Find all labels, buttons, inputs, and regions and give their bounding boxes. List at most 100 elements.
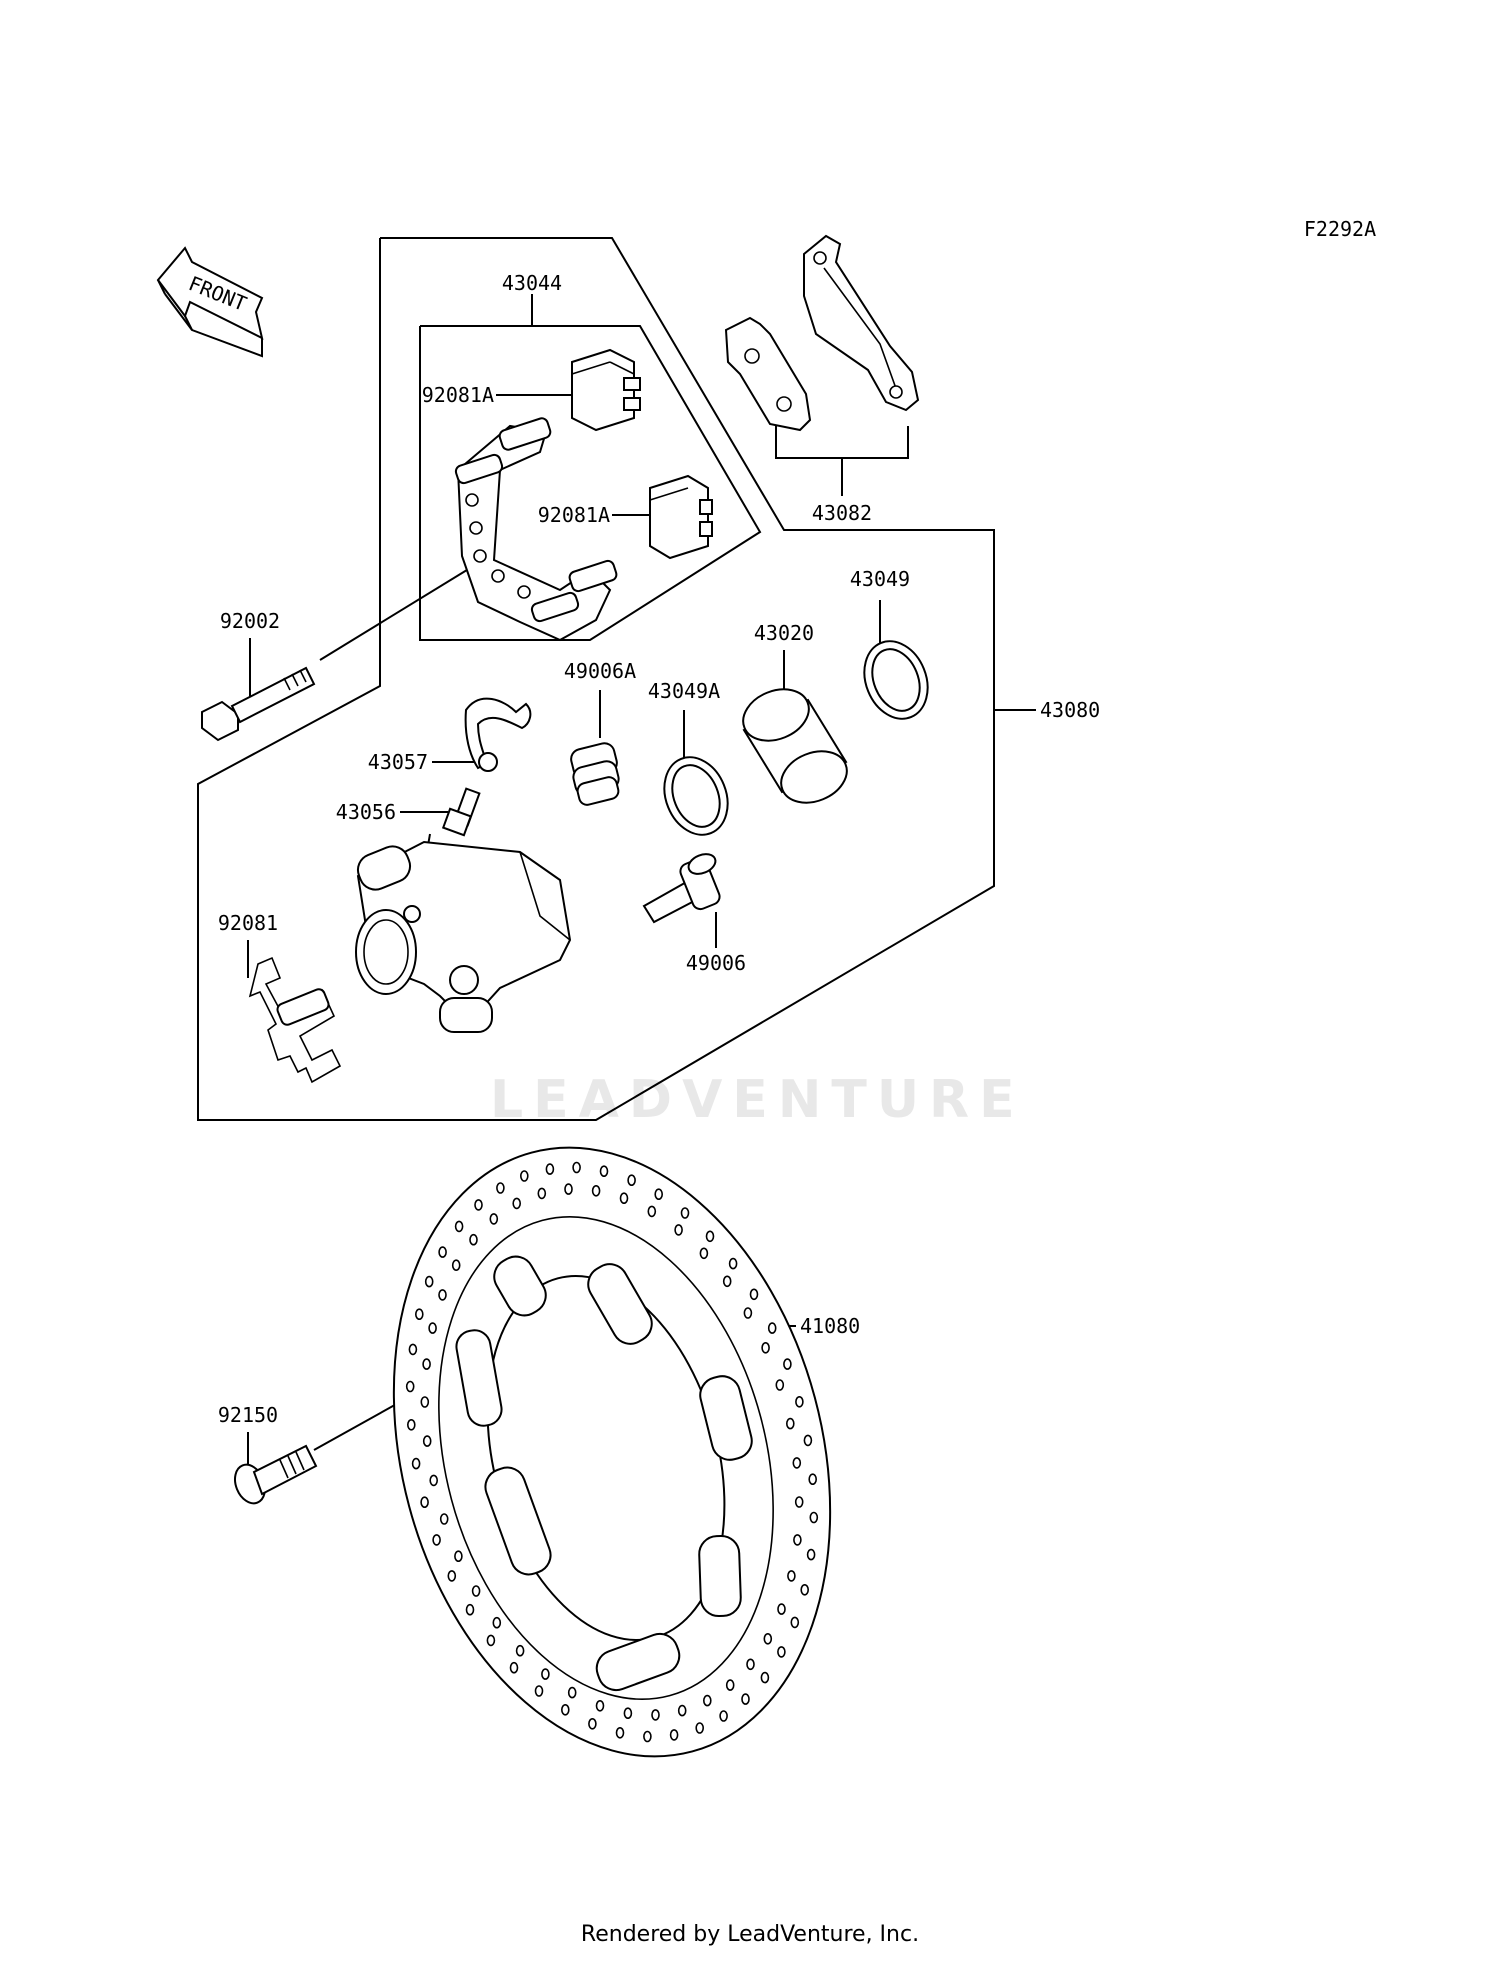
disc-vent-hole xyxy=(420,1396,430,1408)
disc-vent-hole xyxy=(809,1511,819,1524)
disc-vent-hole xyxy=(534,1685,544,1697)
disc-vent-hole xyxy=(541,1668,550,1680)
disc-vent-hole xyxy=(793,1534,802,1546)
label-43044: 43044 xyxy=(502,271,562,295)
disc-screw xyxy=(234,1444,318,1505)
disc-vent-hole xyxy=(792,1457,802,1469)
disc-vent-hole xyxy=(567,1686,577,1699)
disc-vent-hole xyxy=(519,1170,529,1182)
disc-vent-hole xyxy=(429,1474,439,1487)
disc-vent-hole xyxy=(515,1644,525,1657)
disc-vent-hole xyxy=(496,1182,505,1194)
pad-shim-lower xyxy=(649,474,713,560)
dust-boot-a xyxy=(570,742,620,806)
bracket-assembly-frame xyxy=(419,325,762,641)
disc-vent-hole xyxy=(761,1342,770,1354)
disc-vent-hole xyxy=(406,1419,416,1431)
disc-vent-hole xyxy=(705,1230,715,1243)
label-49006: 49006 xyxy=(686,951,746,975)
disc-vent-hole xyxy=(783,1358,792,1370)
disc-vent-hole xyxy=(674,1224,683,1236)
disc-vent-hole xyxy=(760,1671,770,1684)
disc-vent-hole xyxy=(677,1704,687,1717)
piston-seal-a xyxy=(663,756,729,836)
disc-vent-hole xyxy=(422,1435,432,1447)
disc-vent-hole xyxy=(702,1694,712,1707)
disc-vent-hole xyxy=(777,1603,786,1615)
label-92081a-upper: 92081A xyxy=(422,383,494,407)
disc-vent-hole xyxy=(512,1197,522,1210)
disc-vent-hole xyxy=(787,1570,796,1582)
caliper-bolt xyxy=(201,666,316,742)
disc-vent-hole xyxy=(669,1729,679,1741)
disc-vent-hole xyxy=(699,1247,709,1260)
label-92081: 92081 xyxy=(218,911,278,935)
disc-vent-hole xyxy=(680,1207,690,1219)
disc-vent-hole xyxy=(794,1496,804,1508)
disc-vent-hole xyxy=(615,1727,625,1739)
bleeder-valve xyxy=(441,787,481,837)
disc-vent-hole xyxy=(743,1307,753,1319)
banjo-fitting xyxy=(464,697,532,772)
disc-vent-hole xyxy=(767,1322,777,1334)
disc-vent-hole xyxy=(414,1308,424,1320)
label-43020: 43020 xyxy=(754,621,814,645)
label-43049: 43049 xyxy=(850,567,910,591)
disc-vent-hole xyxy=(595,1700,605,1712)
disc-vent-hole xyxy=(725,1679,735,1691)
footer-credit: Rendered by LeadVenture, Inc. xyxy=(580,1922,920,1947)
label-43049a: 43049A xyxy=(648,679,720,703)
disc-vent-hole xyxy=(749,1288,759,1301)
disc-vent-hole xyxy=(439,1513,449,1525)
label-43082: 43082 xyxy=(812,501,872,525)
disc-vent-hole xyxy=(411,1457,421,1470)
pad-shim-upper xyxy=(571,348,641,432)
disc-vent-hole xyxy=(424,1275,434,1288)
disc-vent-hole xyxy=(775,1379,785,1391)
disc-vent-hole xyxy=(795,1396,804,1408)
disc-vent-hole xyxy=(785,1417,795,1430)
label-43080: 43080 xyxy=(1040,698,1100,722)
caliper-piston xyxy=(742,688,848,804)
label-43056: 43056 xyxy=(336,800,396,824)
disc-vent-hole xyxy=(537,1187,547,1200)
disc-vent-hole xyxy=(777,1646,786,1658)
pad-spring xyxy=(248,956,342,1084)
disc-vent-hole xyxy=(489,1213,499,1225)
label-92081a-lower: 92081A xyxy=(538,503,610,527)
piston-seal xyxy=(863,640,929,720)
disc-vent-hole xyxy=(643,1730,652,1743)
disc-vent-hole xyxy=(746,1658,755,1671)
slide-pin xyxy=(642,853,721,924)
disc-vent-hole xyxy=(654,1188,664,1200)
caliper-assembly-frame xyxy=(197,237,995,1121)
disc-vent-hole xyxy=(408,1343,418,1356)
disc-vent-hole xyxy=(651,1709,660,1721)
disc-vent-hole xyxy=(763,1633,773,1645)
disc-vent-hole xyxy=(432,1534,441,1546)
caliper-body xyxy=(355,840,572,1033)
disc-vent-hole xyxy=(428,1322,437,1334)
disc-vent-hole xyxy=(803,1434,813,1447)
disc-vent-hole xyxy=(454,1550,463,1562)
disc-vent-hole xyxy=(623,1707,633,1719)
disc-vent-hole xyxy=(405,1380,415,1393)
disc-vent-hole xyxy=(438,1289,447,1301)
label-92150: 92150 xyxy=(218,1403,278,1427)
disc-vent-hole xyxy=(486,1634,496,1647)
label-49006a: 49006A xyxy=(564,659,636,683)
disc-vent-hole xyxy=(808,1473,818,1485)
disc-vent-hole xyxy=(469,1233,478,1246)
disc-vent-hole xyxy=(438,1246,447,1258)
disc-vent-hole xyxy=(599,1165,609,1177)
disc-vent-hole xyxy=(492,1616,502,1629)
disc-vent-hole xyxy=(545,1163,555,1175)
disc-vent-hole xyxy=(471,1585,481,1597)
disc-vent-hole xyxy=(572,1161,581,1174)
disc-vent-hole xyxy=(591,1185,601,1197)
disc-vent-hole xyxy=(627,1174,636,1186)
disc-vent-hole xyxy=(800,1584,810,1596)
part-labels: 43044 92081A 92081A 43082 92002 43049 43… xyxy=(218,271,1100,1427)
disc-vent-hole xyxy=(509,1661,519,1674)
